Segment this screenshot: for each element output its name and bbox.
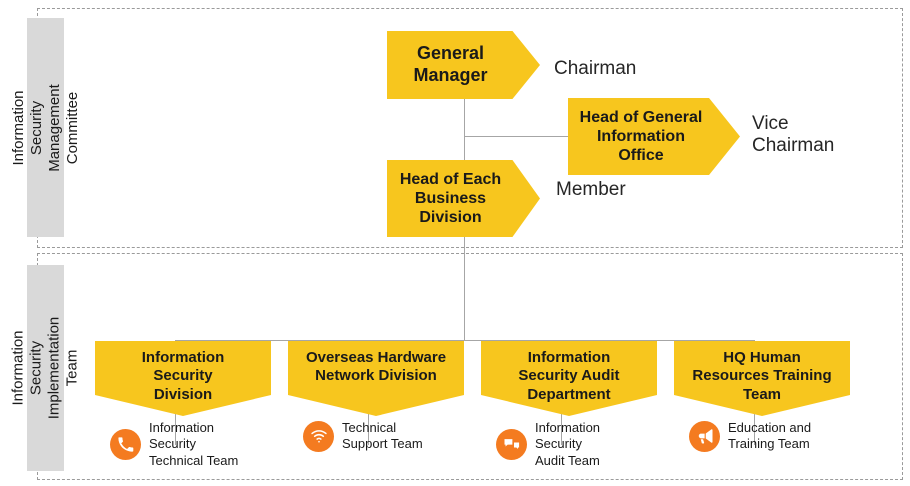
department-3-team-label: Information Security Audit Team [535, 420, 601, 468]
connector-gm-to-business-division [464, 99, 465, 161]
connector-gm-to-general-information-office [464, 136, 569, 137]
wifi-icon [303, 420, 334, 452]
side-label-management-committee: Information Security Management Committe… [10, 18, 81, 237]
department-1-title[interactable]: Information Security Division [95, 341, 271, 416]
department-1-team-label: Information Security Technical Team [149, 420, 239, 468]
role-label-chairman: Chairman [554, 58, 637, 79]
side-label-management-committee-text: Information Security Management Committe… [9, 83, 81, 172]
side-label-implementation-team: Information Security Implementation Team [10, 265, 81, 471]
department-4-team-label: Education and Training Team [728, 420, 812, 452]
phone-icon [110, 429, 141, 461]
megaphone-icon [689, 420, 720, 452]
connector-trunk-to-departments [464, 237, 465, 340]
department-4-title[interactable]: HQ Human Resources Training Team [674, 341, 850, 416]
department-2-title[interactable]: Overseas Hardware Network Division [288, 341, 464, 416]
department-information-security-division: Information Security Division Informatio… [95, 341, 287, 469]
department-3-team: Information Security Audit Team [496, 420, 600, 469]
role-label-member: Member [556, 179, 626, 200]
department-information-security-audit-department: Information Security Audit Department In… [481, 341, 673, 469]
department-3-title[interactable]: Information Security Audit Department [481, 341, 657, 416]
node-head-of-general-information-office[interactable]: Head of General Information Office [568, 98, 740, 175]
department-2-team-label: Technical Support Team [342, 420, 423, 452]
node-general-manager[interactable]: General Manager [387, 31, 540, 99]
node-head-of-each-business-division[interactable]: Head of Each Business Division [387, 160, 540, 237]
department-overseas-hardware-network-division: Overseas Hardware Network Division Techn… [288, 341, 480, 466]
chat-bubbles-icon [496, 429, 527, 461]
department-1-team: Information Security Technical Team [110, 420, 238, 469]
department-hq-human-resources-training-team: HQ Human Resources Training Team Educati… [674, 341, 866, 466]
department-2-team: Technical Support Team [303, 420, 423, 453]
role-label-vice-chairman: Vice Chairman [752, 113, 835, 157]
department-4-team: Education and Training Team [689, 420, 811, 453]
side-label-implementation-team-text: Information Security Implementation Team [9, 316, 81, 420]
connector-department-distribution-bar [175, 340, 754, 341]
